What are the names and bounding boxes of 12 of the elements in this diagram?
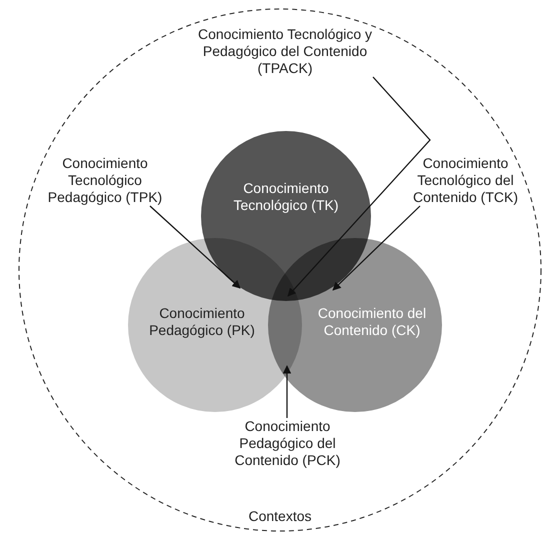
callout-label: Conocimiento Pedagógico del Contenido (PCK) bbox=[234, 418, 342, 469]
callout-label: Conocimiento Tecnológico Pedagógico (TPK) bbox=[46, 155, 164, 206]
callout-label: Conocimiento Tecnológico y Pedagógico del Contenido (TPACK) bbox=[197, 26, 373, 77]
leader-arrow bbox=[332, 206, 420, 291]
callout-label: Conocimiento Tecnológico del Contenido (TCK) bbox=[412, 155, 520, 206]
leader-arrow bbox=[282, 365, 292, 418]
circle-label: Conocimiento Pedagógico (PK) bbox=[148, 305, 256, 339]
leader-arrow bbox=[287, 76, 431, 297]
circle-label: Conocimiento Tecnológico (TK) bbox=[232, 180, 340, 214]
context-label: Contextos bbox=[247, 508, 313, 525]
leader-arrow bbox=[150, 206, 241, 289]
circle-label: Conocimiento del Contenido (CK) bbox=[316, 305, 428, 339]
